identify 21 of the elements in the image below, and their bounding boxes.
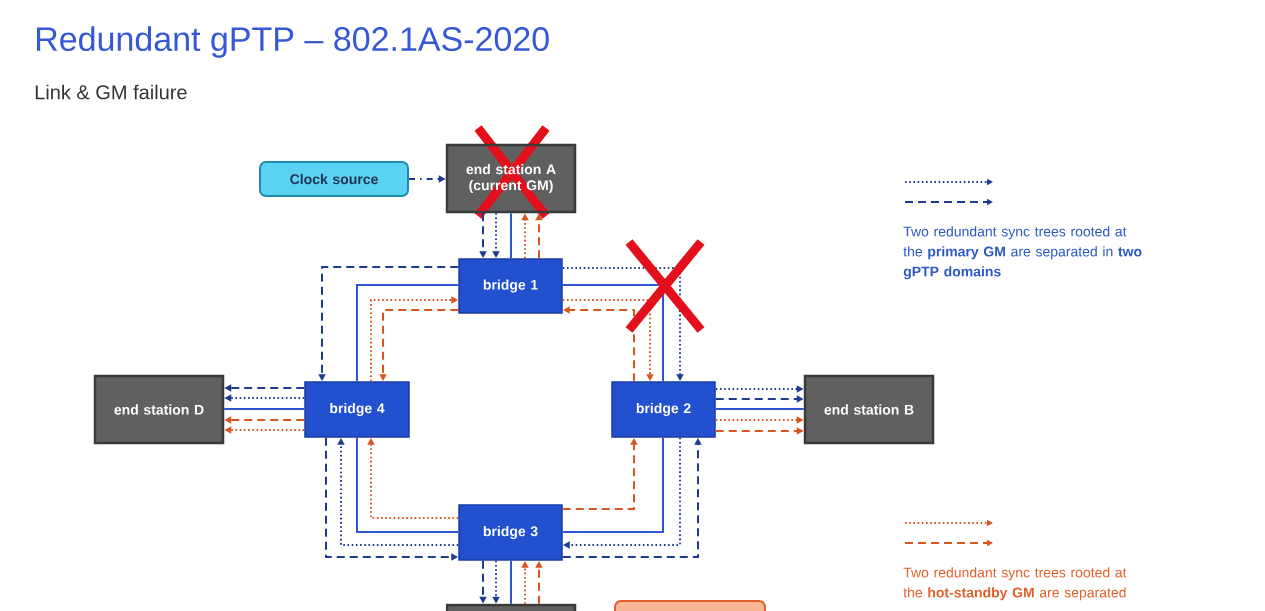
- title: Redundant gPTP – 802.1AS-2020: [37, 26, 549, 58]
- bridge-box: bridge 1: [458, 258, 563, 314]
- link-line: [223, 408, 306, 410]
- bridge-box: bridge 2: [611, 381, 716, 438]
- bridge-box: bridge 4: [304, 381, 410, 438]
- end-station-box: end station D: [93, 374, 225, 445]
- end-station-box: [445, 603, 577, 611]
- link-line: [356, 436, 460, 533]
- link-line: [510, 559, 512, 605]
- bridge-box: bridge 3: [458, 504, 563, 561]
- subtitle: Link & GM failure: [35, 84, 187, 100]
- standby-box: [614, 600, 766, 611]
- link-line: [356, 284, 460, 383]
- link-line: [714, 408, 805, 410]
- clock-source-box: Clock source: [259, 161, 409, 197]
- end-station-box: end station B: [803, 374, 935, 445]
- link-line: [510, 212, 512, 260]
- link-line: [561, 284, 664, 383]
- legend-note: Two redundant sync trees rooted at the primary GM are separated in two gPTP domains: [903, 226, 1142, 280]
- legend-note: Two redundant sync trees rooted at the hot-standby GM are separated: [903, 567, 1127, 601]
- link-line: [561, 436, 664, 533]
